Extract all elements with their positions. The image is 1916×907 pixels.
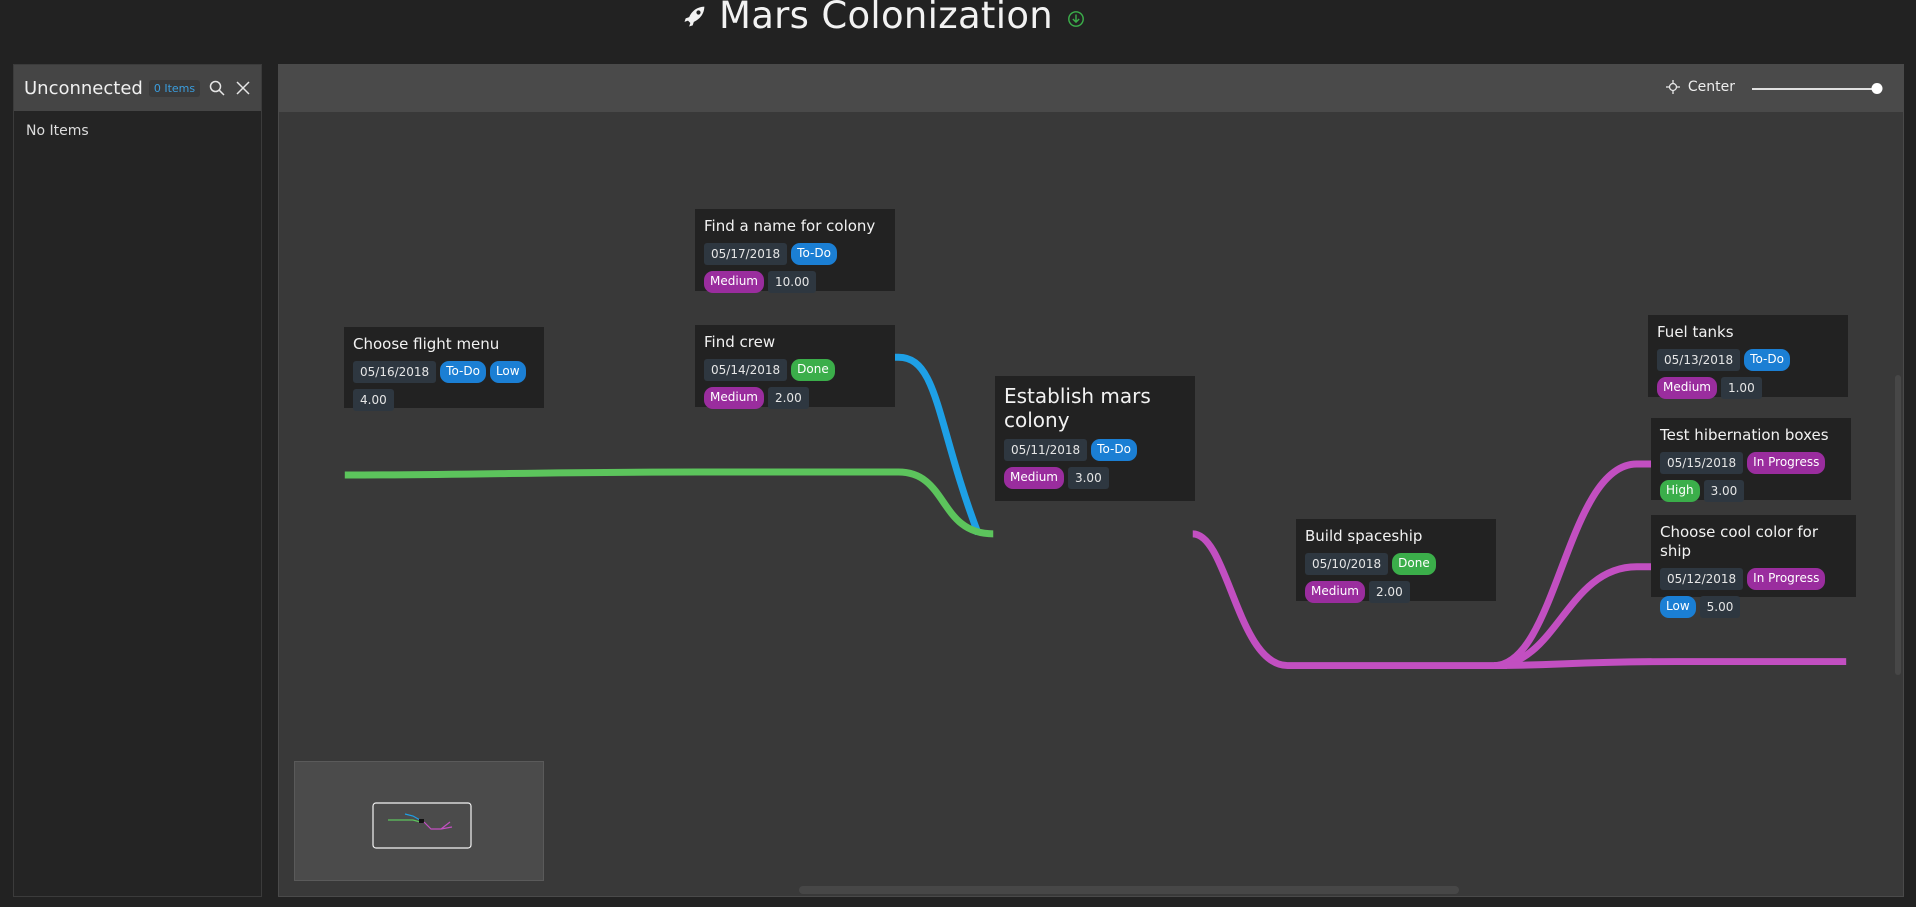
task-value: 3.00 bbox=[1067, 467, 1109, 489]
minimap-link-blue bbox=[404, 813, 421, 821]
status-badge: To-Do bbox=[1091, 439, 1137, 461]
minimap-link-green bbox=[388, 819, 421, 823]
priority-badge: Medium bbox=[1657, 377, 1717, 399]
task-card[interactable]: Fuel tanks 05/13/2018 To-Do Medium 1.00 bbox=[1648, 315, 1848, 399]
minimap[interactable] bbox=[294, 761, 544, 881]
task-title: Fuel tanks bbox=[1657, 323, 1734, 341]
status-badge: In Progress bbox=[1747, 452, 1826, 474]
task-card[interactable]: Establish mars colony 05/11/2018 To-Do M… bbox=[995, 376, 1195, 501]
close-icon[interactable] bbox=[235, 80, 251, 96]
status-badge: In Progress bbox=[1747, 568, 1826, 590]
priority-badge: Medium bbox=[1305, 581, 1365, 603]
zoom-slider[interactable] bbox=[1752, 83, 1883, 94]
task-date: 05/15/2018 bbox=[1660, 452, 1744, 474]
task-value: 4.00 bbox=[353, 389, 394, 411]
task-value: 10.00 bbox=[767, 271, 817, 293]
task-card[interactable]: Choose cool color for ship 05/12/2018 In… bbox=[1651, 515, 1856, 618]
task-card[interactable]: Choose flight menu 05/16/2018 To-Do Low … bbox=[344, 327, 544, 411]
rocket-icon bbox=[684, 6, 705, 27]
status-badge: To-Do bbox=[440, 361, 486, 383]
status-badge: To-Do bbox=[1744, 349, 1790, 371]
search-icon[interactable] bbox=[209, 80, 225, 96]
vertical-scrollbar[interactable] bbox=[1895, 375, 1901, 675]
link-spaceship-to-color bbox=[1494, 658, 1847, 670]
crosshair-icon bbox=[1665, 80, 1680, 94]
canvas-toolbar: Center bbox=[279, 65, 1903, 112]
task-value: 3.00 bbox=[1703, 480, 1745, 502]
priority-badge: Medium bbox=[704, 387, 764, 409]
task-value: 2.00 bbox=[1368, 581, 1410, 603]
task-date: 05/16/2018 bbox=[353, 361, 437, 383]
horizontal-scrollbar[interactable] bbox=[799, 886, 1459, 894]
graph-canvas[interactable]: Center Choose flight menu 05/16/2018 To-… bbox=[278, 64, 1904, 897]
task-date: 05/17/2018 bbox=[704, 243, 788, 265]
task-card[interactable]: Build spaceship 05/10/2018 Done Medium 2… bbox=[1296, 519, 1496, 603]
task-title: Find crew bbox=[704, 333, 776, 351]
center-button[interactable]: Center bbox=[1665, 79, 1735, 95]
unconnected-title: Unconnected bbox=[24, 77, 143, 99]
center-label: Center bbox=[1687, 79, 1735, 95]
title-group: Mars Colonization bbox=[681, 0, 1085, 37]
task-date: 05/14/2018 bbox=[704, 359, 788, 381]
status-badge: To-Do bbox=[791, 243, 837, 265]
panel-actions bbox=[209, 80, 251, 96]
task-date: 05/12/2018 bbox=[1660, 568, 1744, 590]
priority-badge: Low bbox=[1660, 596, 1696, 618]
task-title: Establish mars colony bbox=[1004, 384, 1151, 432]
minimap-link-magenta bbox=[423, 821, 453, 830]
page-title: Mars Colonization bbox=[718, 0, 1054, 37]
task-value: 1.00 bbox=[1720, 377, 1762, 399]
task-date: 05/13/2018 bbox=[1657, 349, 1741, 371]
priority-badge: High bbox=[1660, 480, 1700, 502]
priority-badge: Medium bbox=[1004, 467, 1064, 489]
task-value: 2.00 bbox=[767, 387, 809, 409]
task-card[interactable]: Find a name for colony 05/17/2018 To-Do … bbox=[695, 209, 895, 293]
task-date: 05/11/2018 bbox=[1004, 439, 1088, 461]
minimap-node bbox=[419, 819, 424, 823]
minimap-viewport[interactable] bbox=[372, 802, 472, 849]
task-title: Find a name for colony bbox=[704, 217, 876, 235]
task-title: Build spaceship bbox=[1305, 527, 1423, 545]
unconnected-count-badge: 0 Items bbox=[148, 79, 201, 97]
minimap-preview bbox=[372, 802, 472, 849]
priority-badge: Low bbox=[489, 361, 526, 383]
priority-badge: Medium bbox=[704, 271, 764, 293]
download-circle-icon[interactable] bbox=[1067, 10, 1085, 28]
empty-list-text: No Items bbox=[26, 123, 89, 139]
zoom-slider-handle[interactable] bbox=[1871, 83, 1883, 94]
status-badge: Done bbox=[1392, 553, 1436, 575]
unconnected-panel-header: Unconnected 0 Items bbox=[14, 65, 261, 111]
task-value: 5.00 bbox=[1699, 596, 1741, 618]
task-title: Test hibernation boxes bbox=[1660, 426, 1829, 444]
task-title: Choose flight menu bbox=[353, 335, 500, 353]
task-card[interactable]: Test hibernation boxes 05/15/2018 In Pro… bbox=[1651, 418, 1851, 502]
unconnected-panel: Unconnected 0 Items No Items bbox=[13, 64, 262, 897]
task-card[interactable]: Find crew 05/14/2018 Done Medium 2.00 bbox=[695, 325, 895, 409]
app-header: Mars Colonization bbox=[0, 0, 1916, 62]
task-title: Choose cool color for ship bbox=[1660, 523, 1819, 560]
task-date: 05/10/2018 bbox=[1305, 553, 1389, 575]
link-flight-menu-to-crew bbox=[344, 468, 699, 479]
link-crew-to-colony bbox=[696, 468, 994, 538]
status-badge: Done bbox=[791, 359, 835, 381]
